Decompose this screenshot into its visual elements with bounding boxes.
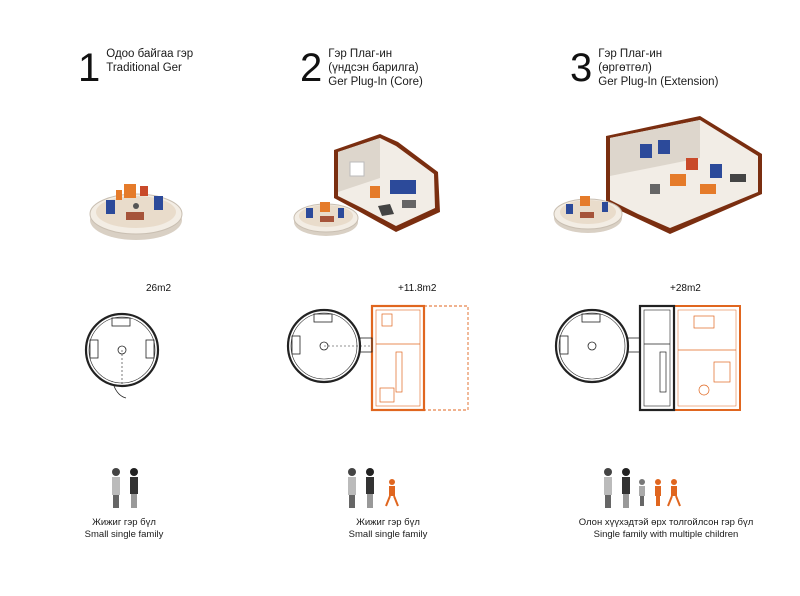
panel-number: 2 xyxy=(300,46,323,90)
panel-ger-plug-in-core: 2 Гэр Плаг-ин (үндсэн барилга) Ger Plug-… xyxy=(262,0,524,596)
extension-floor-plan xyxy=(554,304,741,412)
title-english: Traditional Ger xyxy=(106,62,182,74)
caption-mongolian: Олон хүүхэдтэй өрх толгойлсон гэр бүл xyxy=(578,517,754,528)
title-english: Ger Plug-In (Extension) xyxy=(598,76,719,88)
area-label: 26m2 xyxy=(146,283,172,294)
isometric-extension-illustration xyxy=(553,116,762,234)
title-subtitle: (өргөтгөл) xyxy=(598,62,652,74)
ger-floor-plan xyxy=(84,312,160,399)
caption-english: Single family with multiple children xyxy=(593,529,739,540)
area-label: +11.8m2 xyxy=(398,283,437,294)
caption-mongolian: Жижиг гэр бүл xyxy=(92,517,156,528)
isometric-ger-illustration xyxy=(89,184,183,240)
area-label: +28m2 xyxy=(670,283,701,294)
title-mongolian: Гэр Плаг-ин xyxy=(328,48,393,60)
panel-traditional-ger: 1 Одоо байгаа гэр Traditional Ger 26m2 xyxy=(0,0,260,596)
title-mongolian: Одоо байгаа гэр xyxy=(106,48,194,60)
family-figures xyxy=(112,468,138,508)
panel-ger-plug-in-extension: 3 Гэр Плаг-ин (өргөтгөл) Ger Plug-In (Ex… xyxy=(530,0,800,596)
panel-heading: 2 Гэр Плаг-ин (үндсэн барилга) Ger Plug-… xyxy=(300,44,423,89)
caption-english: Small single family xyxy=(348,529,428,540)
family-caption: Жижиг гэр бүл Small single family xyxy=(4,517,244,541)
title-english: Ger Plug-In (Core) xyxy=(328,76,423,88)
core-floor-plan xyxy=(286,304,469,412)
panel-heading: 1 Одоо байгаа гэр Traditional Ger xyxy=(78,44,193,88)
panel-titles: Одоо байгаа гэр Traditional Ger xyxy=(106,44,193,75)
family-caption: Олон хүүхэдтэй өрх толгойлсон гэр бүл Si… xyxy=(536,517,796,541)
title-mongolian: Гэр Плаг-ин xyxy=(598,48,663,60)
family-figures xyxy=(348,468,399,508)
title-subtitle: (үндсэн барилга) xyxy=(328,62,419,74)
caption-mongolian: Жижиг гэр бүл xyxy=(356,517,420,528)
panel-heading: 3 Гэр Плаг-ин (өргөтгөл) Ger Plug-In (Ex… xyxy=(570,44,718,89)
family-caption: Жижиг гэр бүл Small single family xyxy=(268,517,508,541)
isometric-core-illustration xyxy=(293,134,440,236)
panel-titles: Гэр Плаг-ин (өргөтгөл) Ger Plug-In (Exte… xyxy=(598,44,718,89)
panel-titles: Гэр Плаг-ин (үндсэн барилга) Ger Plug-In… xyxy=(328,44,423,89)
panel-number: 3 xyxy=(570,46,593,90)
caption-english: Small single family xyxy=(84,529,164,540)
family-figures xyxy=(604,468,681,508)
panel-number: 1 xyxy=(78,46,101,90)
